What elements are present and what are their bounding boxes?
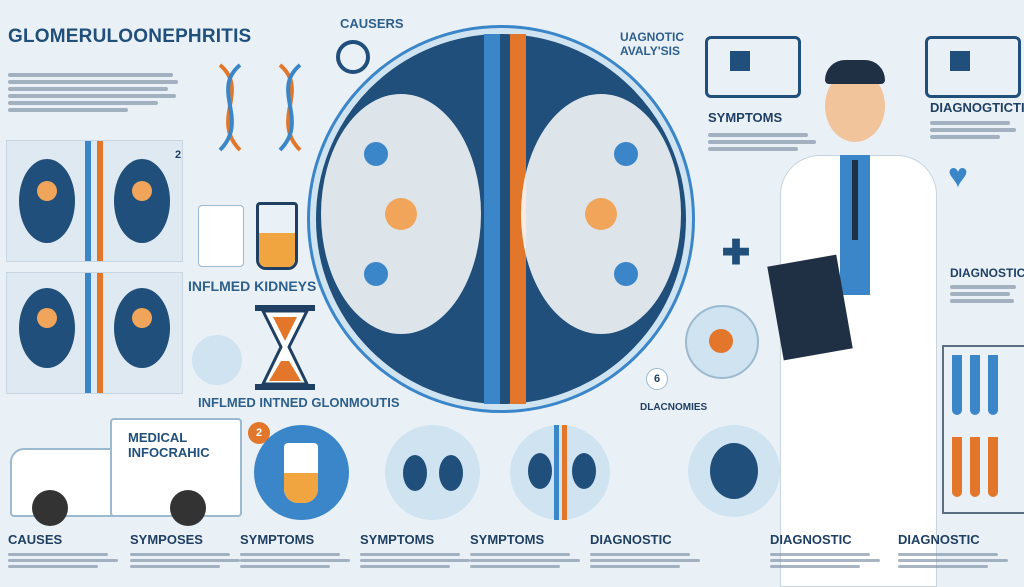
kidney-panel-bottom (6, 272, 183, 394)
heart-icon: ♥ (947, 156, 969, 195)
inflamed-glom-label: INFLMED INTNED GLONMOUTIS (198, 395, 400, 410)
bottom-column: DIAGNOSTIC (898, 532, 1018, 571)
bottom-column-text (470, 553, 590, 568)
test-tube-icon (952, 437, 962, 497)
bottom-column-text (590, 553, 710, 568)
kidney-icon (688, 425, 780, 517)
diagnostic-mid-heading: DIAGNOSTIC (950, 266, 1024, 280)
bottom-column-text (8, 553, 128, 568)
bottom-column-text (360, 553, 480, 568)
bottom-column-text (130, 553, 250, 568)
petri-dish (685, 305, 759, 379)
bottom-column-text (770, 553, 890, 568)
intro-text (8, 70, 183, 115)
bottom-column-text (898, 553, 1018, 568)
marker-number: 2 (174, 149, 182, 161)
bottom-column: DIAGNOSTIC (590, 532, 710, 571)
bottom-column: SYMPOSES (130, 532, 250, 571)
marker-number: 6 (646, 368, 668, 390)
kidney-icon (19, 141, 170, 261)
bottom-column-title: DIAGNOSTIC (898, 532, 980, 547)
kidney-icon (19, 273, 170, 393)
bottom-column-title: SYMPTOMS (360, 532, 435, 547)
inflamed-kidneys-label: INFLMED KIDNEYS (188, 278, 317, 294)
beaker-icon (256, 202, 298, 270)
bottom-column: SYMPTOMS (470, 532, 590, 571)
bottom-column-title: DIAGNOSTIC (770, 532, 852, 547)
bottom-column: DIAGNOSTIC (770, 532, 890, 571)
beaker-icon (254, 425, 349, 520)
test-tube-icon (970, 437, 980, 497)
cross-icon: ✚ (721, 234, 751, 272)
symptoms-text (708, 130, 818, 154)
bottom-column-text (240, 553, 360, 568)
page-title: GLOMERULOONEPHRITIS (8, 26, 252, 47)
kidney-icon (385, 425, 480, 520)
truck-icon (705, 36, 801, 98)
symptoms-heading: SYMPTOMS (708, 110, 783, 125)
kidney-icon (510, 425, 610, 520)
test-tube-rack (942, 345, 1024, 514)
central-kidney-diagram (310, 28, 692, 410)
truck-icon (925, 36, 1021, 98)
bottom-column: SYMPTOMS (360, 532, 480, 571)
bottom-column-title: CAUSES (8, 532, 63, 547)
bottom-column: SYMPTOMS (240, 532, 360, 571)
kidney-panel-top (6, 140, 183, 262)
bottom-column-title: SYMPTOMS (240, 532, 315, 547)
test-tube-icon (988, 437, 998, 497)
marker-number: 2 (248, 422, 270, 444)
diagnostic-heading: DIAGNOGTICTI (930, 100, 1024, 115)
test-tube-icon (952, 355, 962, 415)
hourglass-icon (255, 305, 315, 390)
sample-card (198, 205, 244, 267)
cell-circle (192, 335, 242, 385)
bottom-column-title: SYMPTOMS (470, 532, 545, 547)
diagnostic-mid-text (950, 282, 1020, 306)
dlacnomies-label: DLACNOMIES (640, 402, 708, 413)
test-tube-icon (970, 355, 980, 415)
causers-label: CAUSERS (340, 16, 404, 31)
dna-icon (218, 63, 302, 152)
kidney-icon (321, 34, 681, 404)
doctor-icon (767, 60, 945, 587)
bottom-column: CAUSES (8, 532, 128, 571)
medical-label: MEDICAL INFOCRAHIC (128, 430, 210, 460)
magnifier-icon (336, 40, 370, 74)
medical-truck: MEDICAL INFOCRAHIC (10, 418, 242, 526)
bottom-column-title: DIAGNOSTIC (590, 532, 672, 547)
test-tube-icon (988, 355, 998, 415)
diagnostic-analysis-label: UAGNOTIC AVALY'SIS (620, 30, 684, 58)
bottom-column-title: SYMPOSES (130, 532, 203, 547)
diagnostic-text (930, 118, 1020, 142)
